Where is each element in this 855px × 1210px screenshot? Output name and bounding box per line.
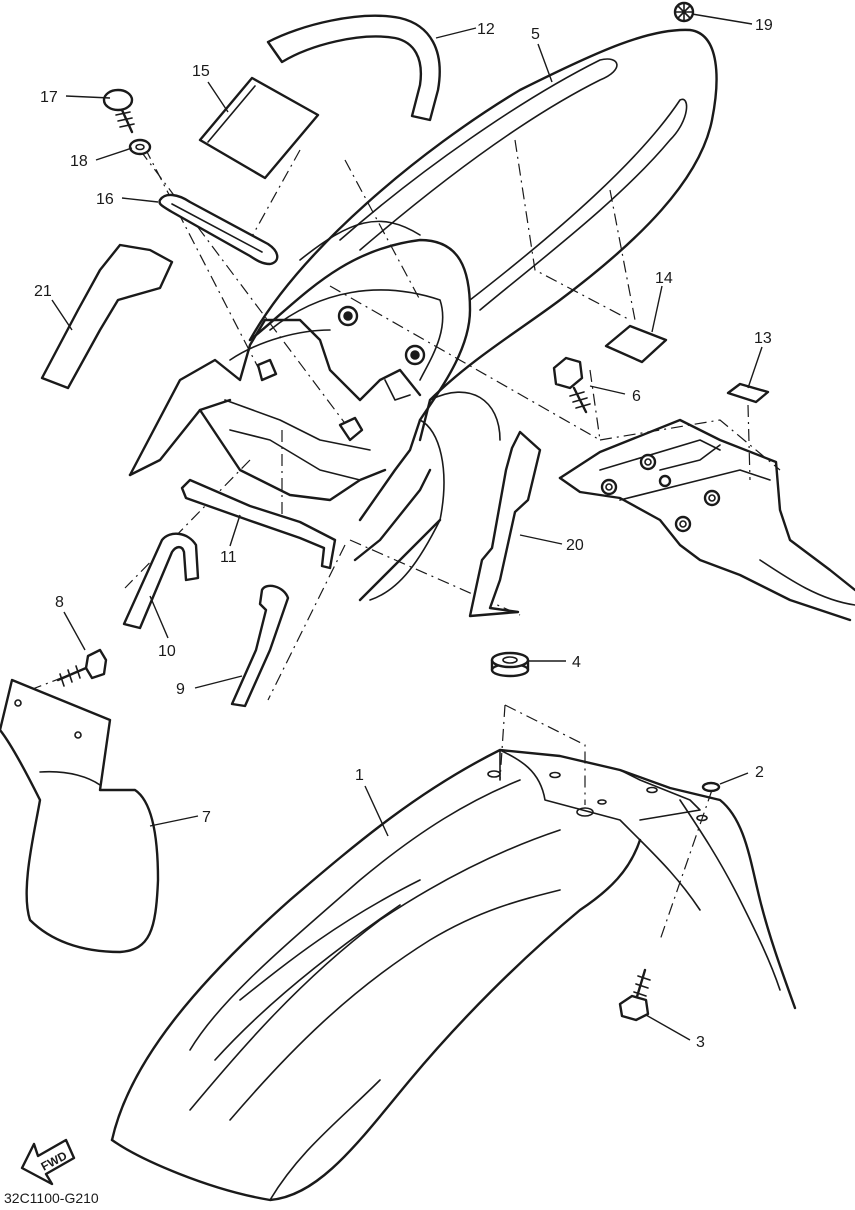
decal-13 <box>726 382 770 404</box>
strap-10 <box>122 532 200 630</box>
panel-21 <box>40 243 174 390</box>
callout-19: 19 <box>755 17 773 34</box>
callout-21: 21 <box>34 283 52 300</box>
callout-5: 5 <box>531 26 540 43</box>
bolt-8 <box>56 648 108 687</box>
callout-7: 7 <box>202 809 211 826</box>
drawing-code: 32C1100-G210 <box>4 1190 99 1206</box>
decal-14 <box>604 324 668 364</box>
decal-15 <box>198 76 320 180</box>
callout-12: 12 <box>477 21 495 38</box>
callout-2: 2 <box>755 764 764 781</box>
rear-fender-inner <box>128 318 442 602</box>
band-16 <box>158 193 279 266</box>
callout-14: 14 <box>655 270 673 287</box>
callout-6: 6 <box>632 388 641 405</box>
washer-2 <box>701 781 721 793</box>
mud-flap-7 <box>0 678 160 954</box>
leader-lines <box>51 13 763 1041</box>
callout-18: 18 <box>70 153 88 170</box>
callout-labels: 1 2 3 4 5 6 7 8 9 10 11 12 13 14 15 16 1… <box>34 17 773 1051</box>
bolt-3 <box>618 968 651 1022</box>
callout-4: 4 <box>572 654 581 671</box>
rear-fender <box>229 28 718 601</box>
callout-17: 17 <box>40 89 58 106</box>
callout-9: 9 <box>176 681 185 698</box>
side-cover <box>558 418 855 622</box>
washer-18 <box>128 138 152 156</box>
callout-3: 3 <box>696 1034 705 1051</box>
bracket-9 <box>230 584 290 708</box>
strap-12 <box>266 14 441 122</box>
callout-15: 15 <box>192 63 210 80</box>
callout-1: 1 <box>355 767 364 784</box>
grommet-4 <box>490 651 530 678</box>
panel-20 <box>468 430 542 618</box>
fender-nuts <box>337 305 426 366</box>
callout-13: 13 <box>754 330 772 347</box>
bolt-6 <box>552 356 591 414</box>
fwd-arrow-icon: FWD <box>20 1138 76 1186</box>
callout-10: 10 <box>158 643 176 660</box>
callout-16: 16 <box>96 191 114 208</box>
callout-11: 11 <box>220 549 237 566</box>
bracket-11 <box>180 478 337 570</box>
fastener-19 <box>673 1 695 23</box>
callout-8: 8 <box>55 594 64 611</box>
screw-17 <box>102 88 135 134</box>
callout-20: 20 <box>566 537 584 554</box>
front-fender <box>110 748 797 1202</box>
